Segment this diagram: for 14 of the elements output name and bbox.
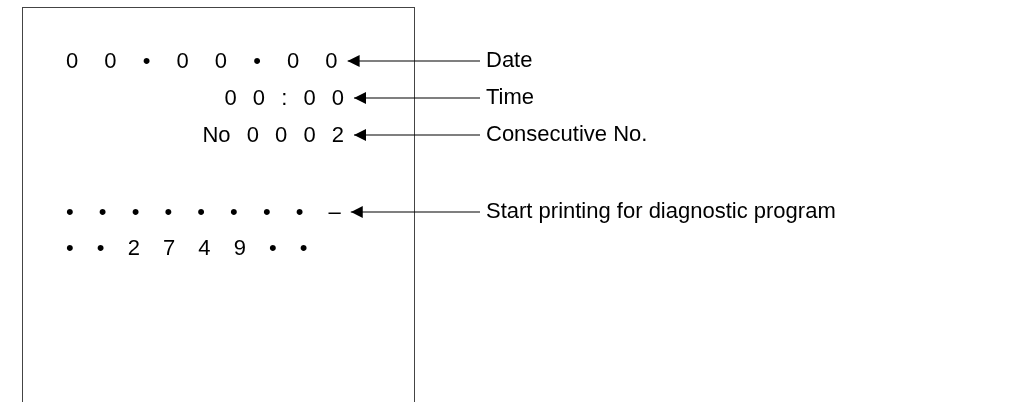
callout-label: Date <box>486 47 533 73</box>
callout-label: Start printing for diagnostic program <box>486 198 836 224</box>
paper-printout <box>22 7 415 402</box>
printed-line: 0 0 • 0 0 • 0 0 <box>66 48 338 74</box>
printed-line: No 0 0 0 2 <box>202 122 344 148</box>
callout-label: Consecutive No. <box>486 121 648 147</box>
leader-arrow <box>350 206 481 218</box>
printed-line: • • • • • • • • – <box>66 199 341 225</box>
leader-arrow <box>353 129 481 141</box>
leader-arrow <box>347 55 481 67</box>
leader-arrow <box>353 92 481 104</box>
printed-line: 0 0 : 0 0 <box>224 85 344 111</box>
printed-line: • • 2 7 4 9 • • <box>66 235 308 261</box>
callout-label: Time <box>486 84 535 110</box>
